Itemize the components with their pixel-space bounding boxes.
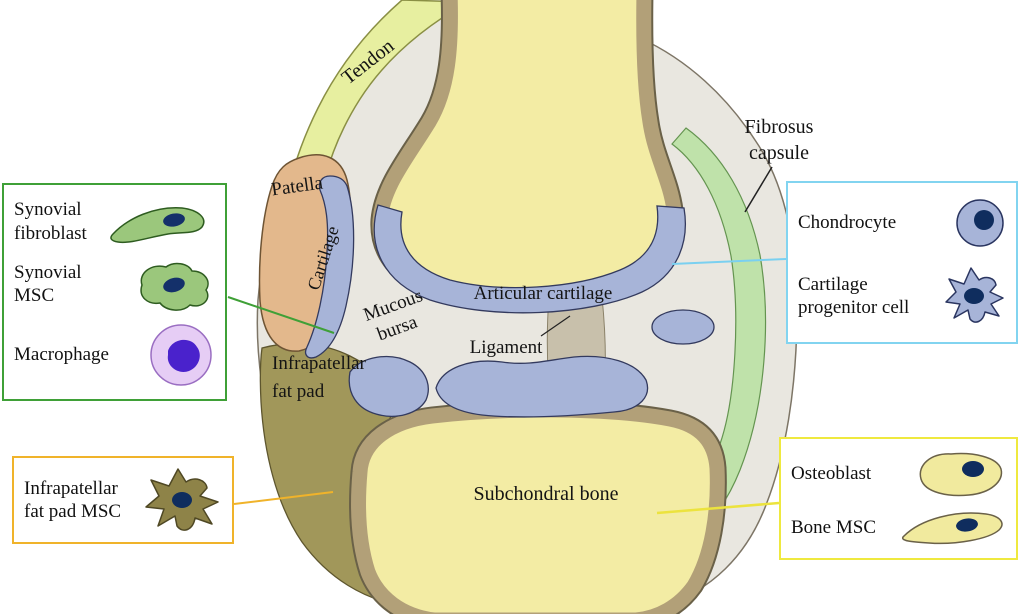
macrophage-cell-icon	[150, 323, 212, 386]
infrapatellar-fat-pad-label-line2: fat pad	[272, 381, 325, 402]
cartilage-legend-box: Chondrocyte Cartilage progenitor cell	[786, 181, 1018, 344]
fibrosus-capsule-label-line2: capsule	[749, 142, 809, 164]
patellar-cartilage	[304, 175, 355, 359]
synovium-legend-box: Synovial fibroblast Synovial MSC Macroph…	[2, 183, 227, 401]
cartilage-progenitor-label: Cartilage progenitor cell	[798, 274, 910, 319]
synovial-fibroblast-label: Synovial fibroblast	[14, 199, 87, 244]
cartilage-oval	[651, 309, 715, 345]
fat-pad-msc-label: Infrapatellar fat pad MSC	[24, 477, 122, 522]
femoral-articular-cartilage	[373, 204, 686, 314]
fibrosus-capsule-label-line1: Fibrosus	[745, 116, 814, 138]
chondrocyte-cell-icon	[956, 199, 1004, 247]
osteoblast-cell-icon	[919, 452, 1003, 496]
chondrocyte-label: Chondrocyte	[798, 212, 897, 234]
fat-pad-msc-cell-icon	[145, 468, 219, 531]
bone-msc-label: Bone MSC	[791, 516, 876, 538]
legend-row-fat-pad-msc: Infrapatellar fat pad MSC	[24, 464, 222, 536]
legend-row-cartilage-progenitor: Cartilage progenitor cell	[798, 264, 1006, 328]
cartilage-progenitor-cell-icon	[945, 267, 1004, 324]
legend-row-bone-msc: Bone MSC	[791, 506, 1006, 548]
legend-row-osteoblast: Osteoblast	[791, 449, 1006, 499]
ligament-label: Ligament	[470, 337, 544, 358]
bone-msc-cell-icon	[901, 512, 1003, 545]
macrophage-label: Macrophage	[14, 343, 109, 365]
synovium-connector-line	[227, 296, 335, 334]
legend-row-synovial-msc: Synovial MSC	[14, 257, 215, 312]
cartilage-connector-line	[671, 258, 787, 265]
osteoblast-label: Osteoblast	[791, 463, 872, 485]
bone-legend-box: Osteoblast Bone MSC	[779, 437, 1018, 560]
meniscus-left-blob	[348, 355, 429, 417]
synovial-msc-label: Synovial MSC	[14, 261, 82, 306]
legend-row-synovial-fibroblast: Synovial fibroblast	[14, 196, 215, 248]
legend-row-macrophage: Macrophage	[14, 321, 215, 389]
fat-pad-connector-line	[233, 491, 334, 505]
infrapatellar-fat-pad-label-line1: Infrapatellar	[272, 353, 367, 374]
subchondral-bone-label: Subchondral bone	[474, 483, 619, 505]
synovial-fibroblast-cell-icon	[110, 206, 205, 243]
fat-pad-legend-box: Infrapatellar fat pad MSC	[12, 456, 234, 544]
synovial-msc-cell-icon	[140, 262, 209, 311]
bone-connector-line	[656, 501, 780, 515]
legend-row-chondrocyte: Chondrocyte	[798, 197, 1006, 249]
tibial-cartilage	[435, 355, 649, 418]
fibrosus-capsule-pointer-line	[744, 166, 773, 213]
articular-cartilage-label: Articular cartilage	[474, 283, 613, 304]
ligament-pointer-line	[540, 315, 571, 337]
